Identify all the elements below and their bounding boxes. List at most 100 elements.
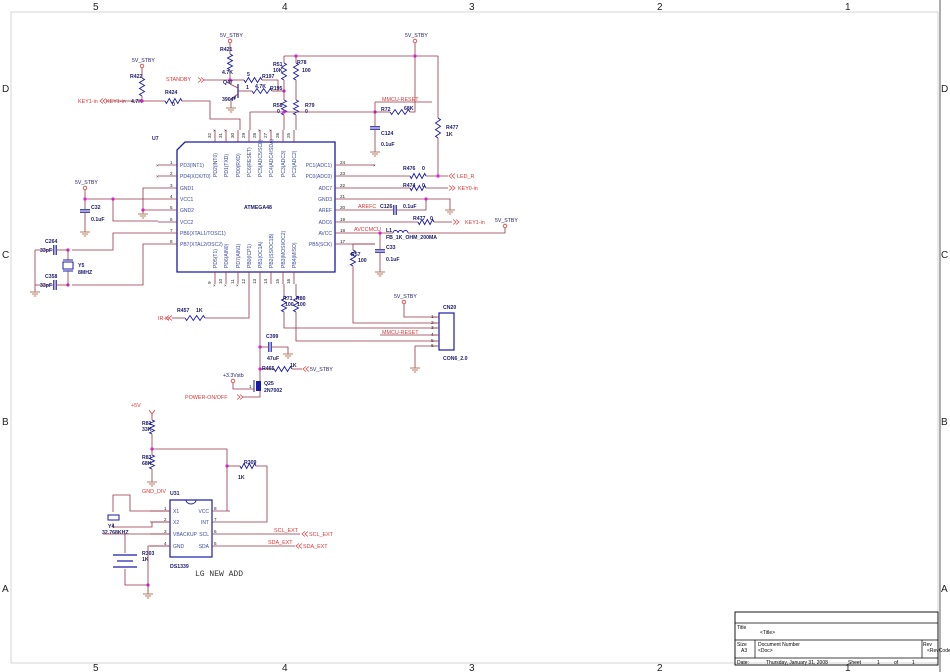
label: R79 [305,103,315,109]
resistor-r57 [349,249,357,267]
wire [232,383,254,390]
pin-number: 1 [431,314,434,319]
label: R72 [381,107,391,113]
label: C358 [45,274,58,280]
size-label: Size [737,642,747,648]
resistor-r58 [280,99,288,116]
power-port-icon [82,185,88,191]
label: R476 [403,166,416,172]
label: R57 [351,252,361,258]
port-arrow-icon [102,98,107,104]
label: CN20 [443,305,456,311]
label: C124 [381,131,394,137]
net-label-scl-ext: SCL_EXT [274,528,299,534]
wire [124,569,148,586]
label: 2N7002 [264,388,282,394]
pin-name: PB0(ICP1) [247,244,253,268]
pin-number: 11 [230,279,235,284]
pin-name: GND1 [180,186,194,192]
pin-name: PD4(XCK/T0) [180,174,211,180]
pin-number: 8 [170,239,173,244]
wire [112,199,158,222]
pin-number: 2 [164,517,167,522]
resistor-r476 [409,172,427,180]
pin-name: PC1(ADC1) [306,163,333,169]
pin-name: PB1(OC1A) [258,241,264,268]
row-marker: B [2,417,9,428]
of-label: of [894,660,899,666]
pin-number: 3 [164,529,167,534]
wire [352,243,375,250]
label: R422 [130,74,143,80]
pin-name: PC2(ADC2) [292,150,298,177]
wire [272,346,289,350]
no-connect-icon: × [236,283,239,288]
label: R474 [403,183,416,189]
pin-name: PC5(ADC5/SCL) [258,139,264,177]
pin-number: 15 [275,278,280,284]
wire [283,312,437,329]
resistor-r71 [280,295,288,313]
wire [147,545,170,591]
label: 32.768KHZ [102,530,129,536]
resistor-r81 [148,419,156,435]
pin-number: 3 [431,325,434,330]
pin-name: VCC2 [180,220,194,226]
power-port-icon [502,223,508,229]
no-connect-icon: × [213,128,216,133]
q47-emitter [230,93,239,104]
label: R83 [142,455,152,461]
pin-name: PB4(MISO) [292,242,298,268]
net-label-power-onoff: POWER-ON/OFF [185,395,228,401]
column-marker: 5 [93,2,99,13]
pin-name: AVCC [318,231,332,237]
pin-name: PB7(XTAL2/OSC2) [180,242,223,248]
design-note: LG NEW ADD [195,570,243,579]
net-label-standby: STANDBY [166,77,191,83]
wire [152,448,228,511]
column-marker: 2 [657,2,663,13]
pin-number: 24 [340,160,346,165]
label: R457 [177,308,190,314]
label: L1 [386,228,392,234]
no-connect-icon: × [269,128,272,133]
label: 0.1uF [386,257,400,263]
pin-number: 6 [170,217,173,222]
pin-name: PD3(INT1) [180,163,204,169]
label: C399 [266,334,279,340]
label: CON6_2.0 [443,356,468,362]
junction-dot [436,174,440,178]
sheet-border [10,11,939,664]
pin-name: ADC6 [319,220,333,226]
label: R197 [262,74,275,80]
net-label-mmcu-reset: MMCU-RESET [382,97,419,103]
label: Q47 [223,80,233,86]
resistor-r80 [292,295,300,313]
label: R465 [262,366,275,372]
pin-number: 19 [340,217,346,222]
junction-dot [282,110,286,114]
label: 1 [246,85,249,91]
wire [72,232,158,251]
wire [142,187,158,211]
pin-name: X2 [173,520,179,526]
label: 0 [172,102,175,108]
pin-number: 13 [252,278,257,284]
label: R81 [142,421,152,427]
power-port-icon [412,38,418,44]
label: R303 [142,551,155,557]
resistor-r422 [138,77,146,97]
pin-number: 5 [431,338,434,343]
resistor-r78 [292,62,300,81]
pin-number: 28 [252,132,257,138]
label: 3904 [222,97,234,103]
label: 1K [290,363,297,369]
port-arrow-icon [448,185,453,191]
wire [408,228,506,234]
pin-name: VCC [198,509,209,515]
connector-cn20 [438,312,455,351]
label: 0 [422,166,425,172]
pin-number: 9 [207,281,212,284]
port-arrow-icon [301,531,306,537]
wire [414,345,437,364]
